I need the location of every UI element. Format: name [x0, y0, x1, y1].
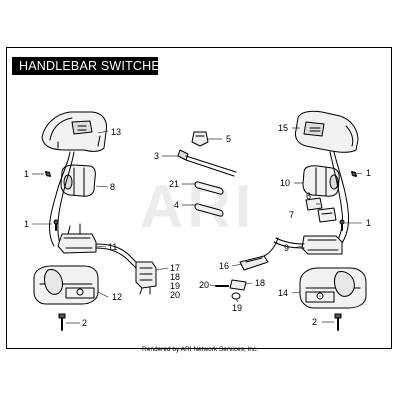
footer-credit: Rendered by ARI Network Services, Inc. — [142, 346, 258, 353]
callout-2-left: 2 — [82, 318, 87, 328]
screw-2-right — [334, 313, 342, 331]
diagram-frame — [6, 47, 392, 349]
callout-20-left: 20 — [170, 290, 180, 300]
callout-1-right-a: 1 — [366, 168, 371, 178]
callout-13: 13 — [111, 127, 121, 137]
part-6-button — [305, 197, 323, 211]
callout-16: 16 — [219, 261, 229, 271]
callout-19-left: 19 — [170, 281, 180, 291]
callout-17: 17 — [170, 263, 180, 273]
callout-5: 5 — [226, 134, 231, 144]
screw-1-left-a — [45, 171, 51, 177]
part-5-clip — [191, 131, 209, 147]
part-13-left-upper-housing — [41, 111, 107, 152]
callout-20-center: 20 — [199, 280, 209, 290]
screw-1-right-a — [351, 171, 357, 177]
callout-18-center: 18 — [255, 278, 265, 288]
callout-3: 3 — [154, 151, 159, 161]
callout-12: 12 — [112, 292, 122, 302]
part-11-left-connector — [57, 223, 139, 269]
part-17-connector — [135, 261, 157, 295]
title-bar — [12, 57, 158, 75]
callout-14: 14 — [278, 288, 288, 298]
part-7-switch — [317, 207, 337, 223]
screw-1-left-b — [53, 219, 59, 231]
callout-6: 6 — [306, 191, 311, 201]
callout-10: 10 — [280, 178, 290, 188]
callout-15: 15 — [278, 123, 288, 133]
callout-7: 7 — [289, 210, 294, 220]
callout-19-center: 19 — [232, 303, 242, 313]
diagram-title: HANDLEBAR SWITCHES — [19, 59, 169, 73]
part-3-cable-strap — [177, 149, 237, 177]
part-12-left-lower-housing — [33, 265, 99, 305]
callout-2-right: 2 — [312, 317, 317, 327]
part-4-sleeve — [194, 203, 224, 217]
part-9-right-connector — [273, 235, 343, 255]
callout-1-right-b: 1 — [366, 218, 371, 228]
callout-8: 8 — [110, 182, 115, 192]
screw-2-left — [58, 313, 66, 331]
part-18-clip — [229, 279, 247, 291]
part-16-connector — [239, 237, 279, 271]
callout-9: 9 — [284, 243, 289, 253]
callout-18-left: 18 — [170, 272, 180, 282]
part-15-right-upper-housing — [295, 110, 359, 153]
callout-1-left-a: 1 — [24, 169, 29, 179]
callout-21: 21 — [169, 179, 179, 189]
part-21-sleeve — [194, 181, 224, 195]
part-8-left-switch — [60, 164, 96, 197]
part-14-right-lower-housing — [299, 267, 367, 309]
callout-4: 4 — [174, 200, 179, 210]
callout-11: 11 — [108, 242, 117, 252]
screw-1-right-b — [339, 219, 345, 231]
callout-numbers: 13 1 8 1 11 12 2 3 21 4 5 17 18 19 20 16… — [24, 123, 371, 328]
part-19-washer — [231, 292, 241, 300]
leader-lines — [32, 127, 363, 324]
callout-1-left-b: 1 — [24, 219, 29, 229]
